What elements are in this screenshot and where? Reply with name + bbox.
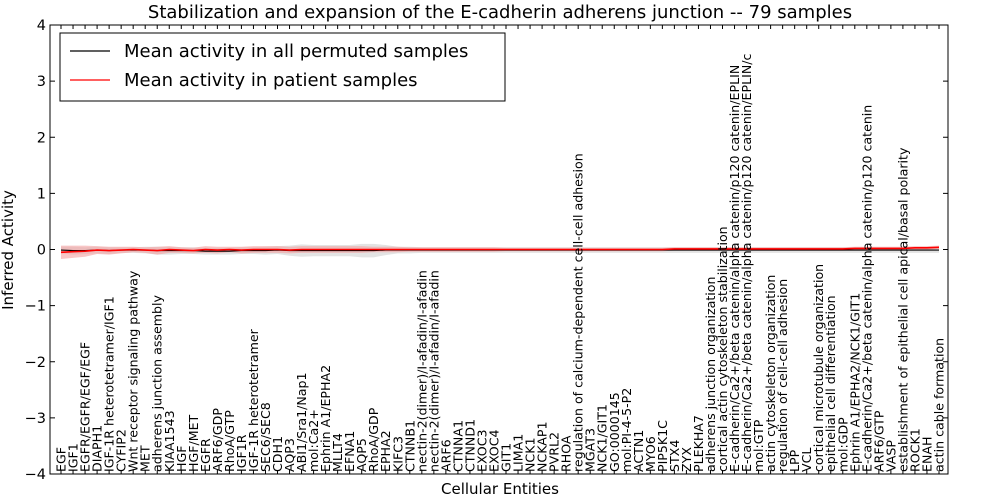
line-series-1: [60, 246, 940, 254]
x-tick-label: nectin-2(dimer)/I-afadin/I-afadin: [426, 270, 441, 472]
x-tick-label: PVRL2: [547, 432, 562, 472]
x-tick-label: GIT1: [499, 443, 514, 472]
x-tick-label: VCL: [799, 448, 814, 472]
x-tick-label: NCK1/GIT1: [595, 404, 610, 472]
x-tick-label: VASP: [883, 440, 898, 472]
y-tick-label: 4: [37, 18, 46, 34]
y-tick-label: 1: [37, 186, 46, 202]
x-tick-label: actin cytoskeleton organization: [763, 275, 778, 472]
chart-title: Stabilization and expansion of the E-cad…: [148, 2, 852, 23]
x-tick-label: ARF6/GTP: [871, 410, 886, 472]
x-tick-label: ARF6: [438, 439, 453, 472]
x-tick-label: epithelial cell differentiation: [823, 295, 838, 472]
x-tick-label: PIP5K1C: [655, 420, 670, 472]
x-tick-label: E-cadherin/Ca2+/beta catenin/alpha caten…: [727, 65, 742, 472]
x-tick-label: CTNNB1: [402, 420, 417, 472]
x-tick-label: EFNA1: [342, 431, 357, 472]
x-tick-label: regulation of cell-cell adhesion: [775, 279, 790, 472]
x-tick-label: KIAA1543: [162, 410, 177, 472]
x-tick-label: AQP3: [282, 438, 297, 472]
x-tick-label: HGF: [174, 446, 189, 472]
plot-area: −4 −3 −2 −1 0 1 2 3 4 EGFIGF1EGFR/EGFR/EGF/EGFDI…: [25, 18, 949, 483]
x-tick-label: EGFR/EGFR/EGF/EGF: [78, 342, 93, 472]
x-tick-label: E-cadherin/Ca2+/beta catenin/alpha caten…: [859, 105, 874, 472]
x-tick-label: GO:0000145: [607, 392, 622, 472]
x-tick-label: IGF-1R heterotetramer/IGF1: [102, 296, 117, 472]
y-axis-ticks: −4 −3 −2 −1 0 1 2 3 4: [25, 18, 948, 483]
x-tick-label: IGF1: [66, 443, 81, 472]
x-tick-label: DIAPH1: [90, 425, 105, 472]
x-tick-label: MYO6: [643, 436, 658, 472]
x-tick-label: PLEKHA7: [691, 415, 706, 472]
x-axis-label: Cellular Entities: [441, 480, 559, 498]
series-lines: [60, 246, 940, 254]
x-tick-label: NCK1: [523, 438, 538, 473]
x-tick-label: LIMA1: [511, 434, 526, 472]
x-tick-label: adherens junction assembly: [150, 295, 165, 472]
x-tick-label: mol:Ca2+: [306, 409, 321, 472]
x-tick-label: CYFIP2: [114, 429, 129, 472]
x-tick-label: E-cadherin/Ca2+/beta catenin/alpha caten…: [739, 54, 754, 472]
x-tick-label: ZYX: [679, 447, 694, 472]
x-tick-label: ARF6/GDP: [210, 408, 225, 472]
x-tick-label: ROCK1: [907, 428, 922, 472]
x-tick-label: KIFC3: [390, 436, 405, 472]
y-tick-label: 0: [37, 243, 46, 259]
x-tick-label: EPHA2: [378, 430, 393, 472]
x-tick-label: IGF-1R heterotetramer: [246, 328, 261, 472]
y-tick-label: −4: [25, 467, 46, 483]
legend-label-permuted: Mean activity in all permuted samples: [124, 41, 468, 62]
x-tick-label: mol:GDP: [835, 417, 850, 472]
y-tick-label: 3: [37, 74, 46, 90]
x-tick-label: IGF1R: [234, 434, 249, 472]
x-tick-label: mol:PI-4-5-P2: [619, 388, 634, 472]
x-tick-label: SEC6/SEC8: [258, 402, 273, 472]
y-tick-label: 2: [37, 130, 46, 146]
x-tick-label: EGF: [54, 447, 69, 472]
x-tick-label: mol:GTP: [751, 419, 766, 472]
x-tick-label: ENAH: [920, 437, 935, 472]
legend-box: [59, 32, 506, 102]
x-tick-label: AQP5: [354, 438, 369, 472]
x-tick-label: RhoA/GDP: [366, 407, 381, 472]
x-tick-label: Wnt receptor signaling pathway: [126, 270, 141, 472]
x-tick-label: regulation of calcium-dependent cell-cel…: [571, 153, 586, 472]
x-tick-label: cortical actin cytoskeleton stabilizatio…: [715, 226, 730, 472]
x-tick-label: MET: [138, 445, 153, 472]
x-tick-label: LPP: [787, 449, 802, 472]
x-tick-label: CDH1: [270, 436, 285, 472]
x-tick-label: NCKAP1: [535, 422, 550, 472]
x-tick-label: Ephrin A1/EPHA2: [318, 365, 333, 472]
x-tick-label: adherens junction organization: [703, 277, 718, 472]
x-tick-label: EXOC4: [487, 430, 502, 473]
y-tick-label: −3: [25, 411, 46, 427]
x-tick-label: MLLT4: [330, 433, 345, 472]
x-tick-label: CTNND1: [462, 419, 477, 472]
legend-label-patient: Mean activity in patient samples: [124, 70, 418, 91]
x-tick-label: CTNNA1: [450, 420, 465, 472]
x-tick-label: establishment of epithelial cell apical/…: [895, 147, 910, 472]
x-tick-label: ACTN1: [631, 430, 646, 472]
y-axis-label: Inferred Activity: [0, 190, 17, 310]
x-tick-label: EXOC3: [475, 430, 490, 473]
y-tick-label: −1: [25, 299, 46, 315]
x-tick-label: Ephrin A1/EPHA2/NCK1/GIT1: [847, 293, 862, 472]
x-tick-label: STX4: [667, 440, 682, 472]
x-tick-label: RhoA/GTP: [222, 410, 237, 472]
x-tick-label: EGFR: [198, 438, 213, 472]
confidence-bands: [61, 243, 939, 259]
x-tick-label: nectin-2(dimer)/I-afadin/I-afadin: [414, 270, 429, 472]
legend: Mean activity in all permuted samples Me…: [59, 32, 506, 102]
x-tick-label: cortical microtubule organization: [811, 264, 826, 472]
x-tick-label: MGAT3: [583, 428, 598, 472]
y-tick-label: −2: [25, 355, 46, 371]
x-tick-label: RHOA: [559, 435, 574, 472]
x-tick-label: actin cable formation: [932, 338, 947, 472]
x-tick-label: HGF/MET: [186, 414, 201, 472]
x-tick-label: ABI1/Sra1/Nap1: [294, 372, 309, 472]
